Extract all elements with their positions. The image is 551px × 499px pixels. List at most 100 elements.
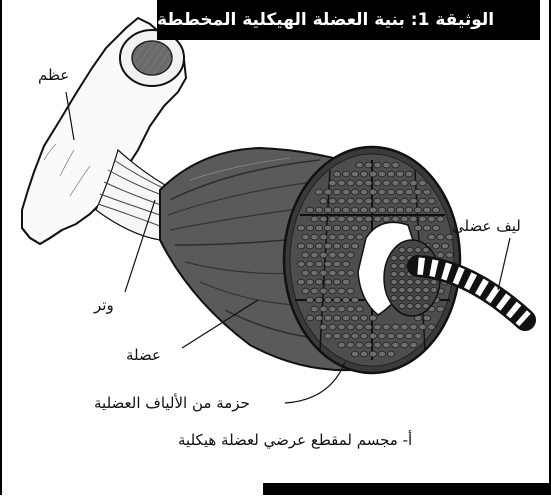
fiber-dot <box>333 315 340 321</box>
fiber-dot <box>401 198 408 204</box>
fiber-dot <box>356 234 363 240</box>
fiber-dot <box>351 333 358 339</box>
fiber-dot <box>423 303 429 308</box>
fiber-dot <box>401 216 408 222</box>
fiber-dot <box>391 295 397 300</box>
fiber-dot <box>387 207 394 213</box>
fiber-dot <box>333 171 340 177</box>
fiber-dot <box>383 162 390 168</box>
fiber-dot <box>407 295 413 300</box>
fiber-dot <box>414 333 421 339</box>
fiber-dot <box>405 171 412 177</box>
fiber-dot <box>414 189 421 195</box>
fiber-dot <box>387 351 394 357</box>
fiber-dot <box>329 234 336 240</box>
fiber-dot <box>423 287 429 292</box>
fiber-dot <box>351 171 358 177</box>
figure-caption: أ- مجسم لمقطع عرضي لعضلة هيكلية <box>178 431 412 449</box>
fiber-dot <box>333 243 340 249</box>
fiber-dot <box>324 297 331 303</box>
fiber-dot <box>423 247 429 252</box>
fiber-dot <box>351 243 358 249</box>
fiber-dot <box>297 261 304 267</box>
fiber-dot <box>338 180 345 186</box>
fiber-dot <box>302 252 309 258</box>
fiber-dot <box>342 243 349 249</box>
fiber-dot <box>387 333 394 339</box>
fiber-dot <box>407 247 413 252</box>
fiber-dot <box>324 207 331 213</box>
fiber-dot <box>410 324 417 330</box>
label-fiber-bundle: حزمة من الألياف العضلية <box>94 394 250 412</box>
fiber-dot <box>383 324 390 330</box>
fiber-dot <box>338 306 345 312</box>
fiber-dot <box>415 295 421 300</box>
fiber-dot <box>392 198 399 204</box>
fiber-dot <box>329 324 336 330</box>
fiber-dot <box>297 225 304 231</box>
fiber-dot <box>369 315 376 321</box>
fiber-dot <box>306 297 313 303</box>
fiber-dot <box>329 216 336 222</box>
fiber-dot <box>324 189 331 195</box>
fiber-dot <box>407 287 413 292</box>
fiber-dot <box>431 279 437 284</box>
fiber-dot <box>324 333 331 339</box>
fiber-dot <box>415 287 421 292</box>
label-muscle-fiber: ليف عضلي <box>452 217 521 235</box>
fiber-dot <box>399 247 405 252</box>
fiber-dot <box>392 324 399 330</box>
fiber-dot <box>315 261 322 267</box>
fiber-dot <box>399 271 405 276</box>
fiber-dot <box>399 255 405 260</box>
fiber-dot <box>374 198 381 204</box>
fiber-dot <box>324 261 331 267</box>
fiber-dot <box>419 198 426 204</box>
fiber-dot <box>396 189 403 195</box>
label-bone: عظم <box>38 66 69 84</box>
fiber-dot <box>338 252 345 258</box>
fiber-dot <box>410 216 417 222</box>
fiber-dot <box>347 216 354 222</box>
fiber-dot <box>365 162 372 168</box>
fiber-dot <box>423 189 430 195</box>
fiber-dot <box>407 279 413 284</box>
fiber-dot <box>356 306 363 312</box>
fiber-dot <box>369 351 376 357</box>
fiber-dot <box>391 255 397 260</box>
fiber-dot <box>333 333 340 339</box>
fiber-dot <box>342 279 349 285</box>
fiber-dot <box>347 306 354 312</box>
fiber-dot <box>311 270 318 276</box>
fiber-dot <box>356 342 363 348</box>
fiber-dot <box>356 324 363 330</box>
fiber-dot <box>320 252 327 258</box>
fiber-dot <box>383 216 390 222</box>
fiber-dot <box>414 207 421 213</box>
fiber-dot <box>320 234 327 240</box>
fiber-dot <box>405 189 412 195</box>
fiber-dot <box>342 207 349 213</box>
fiber-dot <box>423 207 430 213</box>
fiber-dot <box>347 252 354 258</box>
fiber-dot <box>423 279 429 284</box>
fiber-dot <box>391 263 397 268</box>
fiber-dot <box>365 342 372 348</box>
fiber-dot <box>324 279 331 285</box>
fiber-dot <box>391 279 397 284</box>
fiber-dot <box>356 162 363 168</box>
fiber-dot <box>333 279 340 285</box>
fiber-dot <box>392 342 399 348</box>
frame-left-border <box>0 0 2 495</box>
label-muscle: عضلة <box>126 346 161 364</box>
fiber-dot <box>324 225 331 231</box>
fiber-dot <box>324 315 331 321</box>
fiber-dot <box>320 198 327 204</box>
fiber-dot <box>419 216 426 222</box>
fiber-dot <box>437 234 444 240</box>
fiber-dot <box>365 324 372 330</box>
fiber-dot <box>342 261 349 267</box>
fiber-dot <box>428 234 435 240</box>
fiber-dot <box>351 297 358 303</box>
